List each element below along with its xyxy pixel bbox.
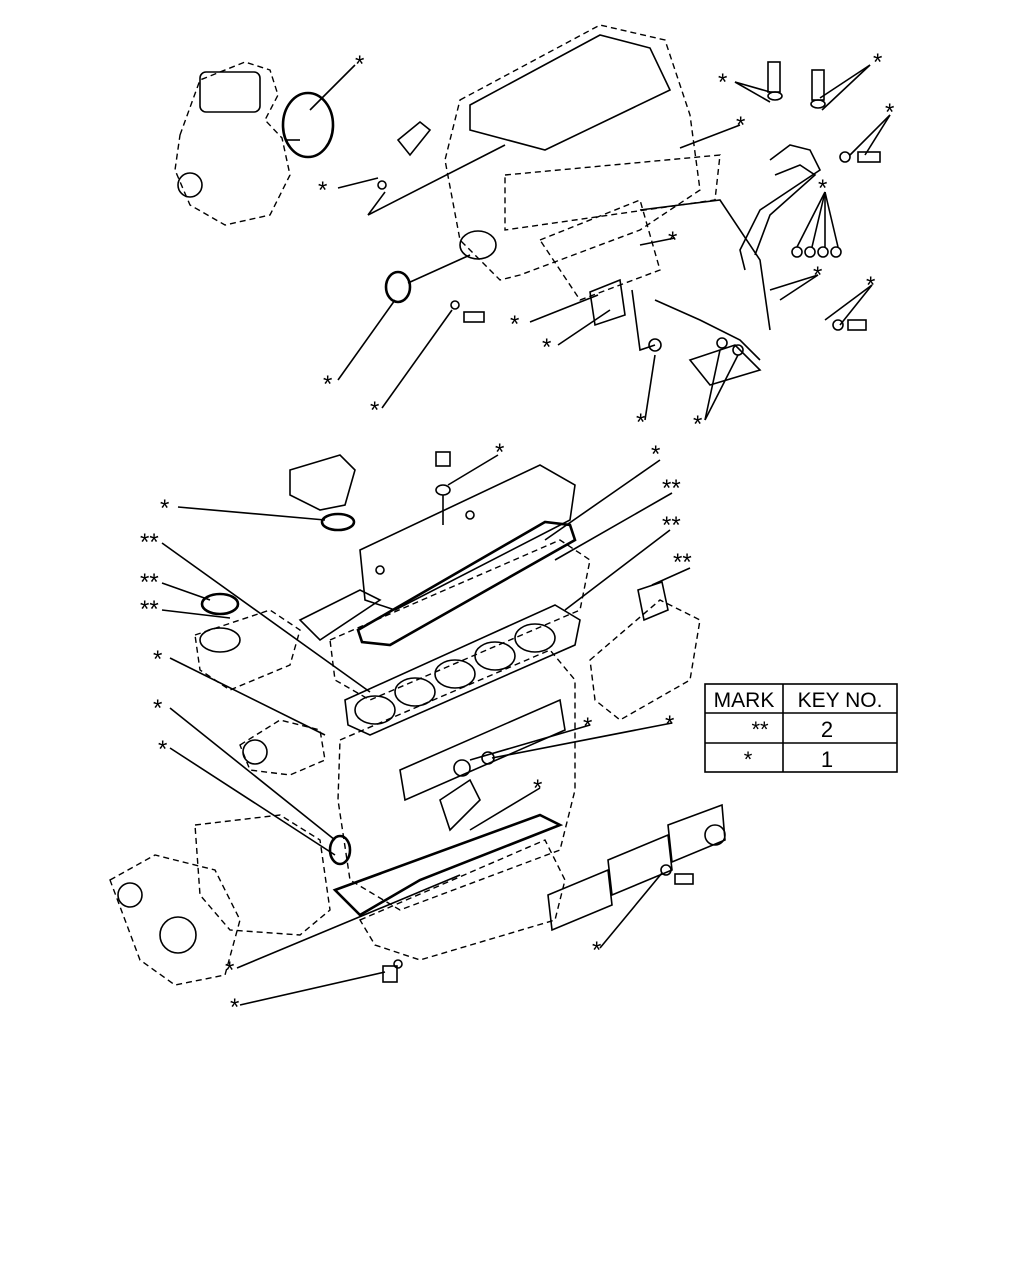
legend-row1-key: 2 <box>821 717 833 742</box>
callout-single: * <box>592 937 601 964</box>
callout-single: * <box>533 775 542 802</box>
water-outlet-elbow-drawing <box>289 454 356 511</box>
callout-single: * <box>323 371 332 398</box>
thermostat-body-drawing <box>239 719 326 776</box>
mark-key-legend-table: MARK KEY NO. ** 2 * 1 <box>704 683 898 773</box>
callout-single: * <box>153 646 162 673</box>
callout-single: * <box>158 736 167 763</box>
callout-single: * <box>885 99 894 126</box>
injection-pump-drawing <box>174 61 300 226</box>
legend-row2-mark: * <box>744 747 753 772</box>
callout-single: * <box>668 227 677 254</box>
legend-header-key-no: KEY NO. <box>798 689 883 712</box>
upper-engine-assembly <box>174 24 891 421</box>
front-oil-seal-lower <box>328 834 352 866</box>
callout-single: * <box>230 994 239 1021</box>
washers-right <box>791 151 881 331</box>
callout-single: * <box>495 439 504 466</box>
callout-double: ** <box>673 549 692 576</box>
callout-single: * <box>813 262 822 289</box>
drain-plug-drawing <box>382 959 403 983</box>
water-pump-ring <box>200 592 240 616</box>
callout-double: ** <box>140 596 159 623</box>
callout-single: * <box>866 272 875 299</box>
callout-single: * <box>510 311 519 338</box>
callout-single: * <box>160 495 169 522</box>
exhaust-stud-drawing <box>660 864 694 885</box>
callout-single: * <box>873 49 882 76</box>
callout-single: * <box>355 51 364 78</box>
fitting-cluster-lower-right <box>648 337 762 386</box>
rocker-cover-drawing <box>359 464 576 611</box>
callout-single: * <box>225 957 234 984</box>
callout-single: * <box>318 177 327 204</box>
timing-cover-drawing <box>109 814 331 986</box>
pump-o-ring <box>281 91 335 159</box>
upper-cylinder-block-drawing <box>444 24 721 281</box>
callout-double: ** <box>662 512 681 539</box>
callout-single: * <box>370 397 379 424</box>
rocker-cover-gasket <box>356 520 577 647</box>
thermostat-gasket <box>320 512 356 532</box>
side-cover-drawing <box>538 199 661 327</box>
callout-double: ** <box>662 475 681 502</box>
callout-single: * <box>693 411 702 438</box>
water-pump-housing-drawing <box>194 609 301 691</box>
lower-leader-lines <box>161 454 691 1006</box>
callout-single: * <box>651 441 660 468</box>
callout-markers: * * * * * * * * * * * * * * * * * * ** *… <box>140 49 894 1021</box>
legend-row2-key: 1 <box>821 747 833 772</box>
intake-manifold-drawing <box>589 580 701 721</box>
callout-double: ** <box>140 529 159 556</box>
manifold-gasket-drawing <box>298 589 382 642</box>
nozzle-holder-drawing <box>377 120 432 190</box>
callout-single: * <box>818 175 827 202</box>
oil-pan-drawing <box>358 839 566 961</box>
exhaust-gaskets-drawing <box>547 803 726 932</box>
lower-engine-assembly <box>109 451 726 1006</box>
callout-double: ** <box>140 569 159 596</box>
legend-row1-mark: ** <box>751 717 769 742</box>
rocker-cover-nut <box>435 451 451 525</box>
oil-cooler-fitting-drawing <box>439 751 495 832</box>
head-gasket-drawing <box>344 604 581 736</box>
oil-pan-gasket <box>332 813 564 917</box>
drain-fitting-drawing <box>450 300 485 323</box>
upper-leader-lines <box>309 64 891 421</box>
callout-single: * <box>665 711 674 738</box>
callout-single: * <box>542 334 551 361</box>
cylinder-head-drawing <box>329 539 591 701</box>
callout-single: * <box>636 409 645 436</box>
callout-single: * <box>583 713 592 740</box>
callout-single: * <box>153 695 162 722</box>
legend-header-mark: MARK <box>714 689 775 712</box>
callout-single: * <box>718 69 727 96</box>
callout-single: * <box>736 112 745 139</box>
front-oil-seal-upper <box>384 270 412 304</box>
lower-cylinder-block-drawing <box>337 649 576 911</box>
banjo-bolts-top <box>767 61 826 109</box>
